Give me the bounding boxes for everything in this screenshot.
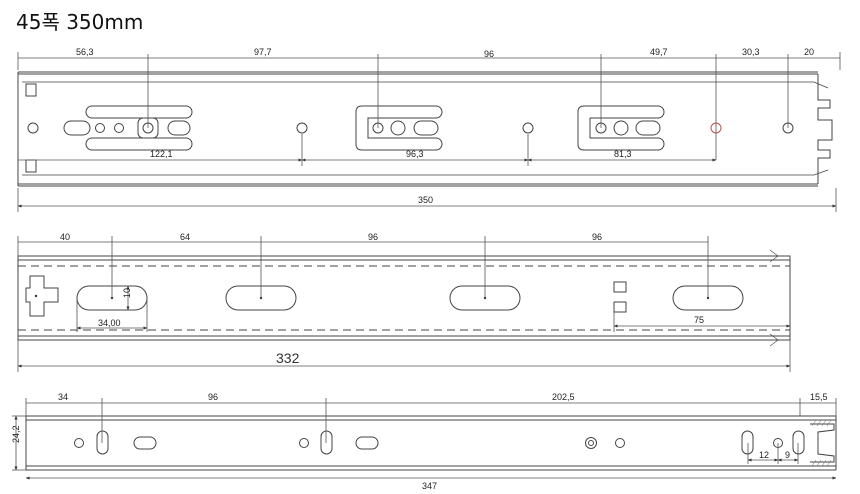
view1-dim-97-7: 97,7 [254, 47, 272, 57]
drawing-title: 45폭 350mm [16, 10, 144, 34]
view1-dim-96: 96 [484, 49, 494, 59]
view2-dimension-lines [17, 236, 791, 372]
view3-dim-96: 96 [208, 392, 218, 402]
view3-end-hatching [811, 419, 832, 467]
view3-dim-height: 24,2 [11, 425, 21, 443]
view2-dim-total: 332 [276, 350, 300, 366]
view3-rail-bottom [25, 415, 837, 471]
view1-dim-81-3: 81,3 [614, 149, 632, 159]
view1-dim-56-3: 56,3 [76, 47, 94, 57]
view2-dim-96-a: 96 [368, 232, 378, 242]
view3-dimension-lines [12, 398, 837, 480]
view2-dim-slot-width: 34,00 [98, 318, 121, 328]
view2-dim-75: 75 [694, 315, 704, 325]
view2-rail-side [17, 249, 791, 347]
view3-dim-12: 12 [759, 450, 769, 460]
view3-dim-15-5: 15,5 [810, 392, 828, 402]
view1-dim-122-1: 122,1 [150, 149, 173, 159]
view1-dim-20: 20 [804, 47, 814, 57]
view1-rail-top [17, 71, 833, 187]
view3-dim-total: 347 [422, 481, 437, 491]
view3-dim-34: 34 [58, 392, 68, 402]
view2-dim-slot-height: 10 [122, 288, 132, 298]
view1-dim-96-3: 96,3 [406, 149, 424, 159]
view3-dim-9: 9 [785, 450, 790, 460]
view2-dim-64: 64 [180, 232, 190, 242]
view1-dim-total: 350 [418, 195, 433, 205]
view1-dim-49-7: 49,7 [650, 47, 668, 57]
view1-dimension-lines [17, 52, 841, 212]
view1-dim-30-3: 30,3 [742, 47, 760, 57]
view2-dim-40: 40 [60, 232, 70, 242]
view2-dim-96-b: 96 [592, 232, 602, 242]
view3-dim-202-5: 202,5 [552, 392, 575, 402]
view2-slot-centers [34, 294, 710, 300]
